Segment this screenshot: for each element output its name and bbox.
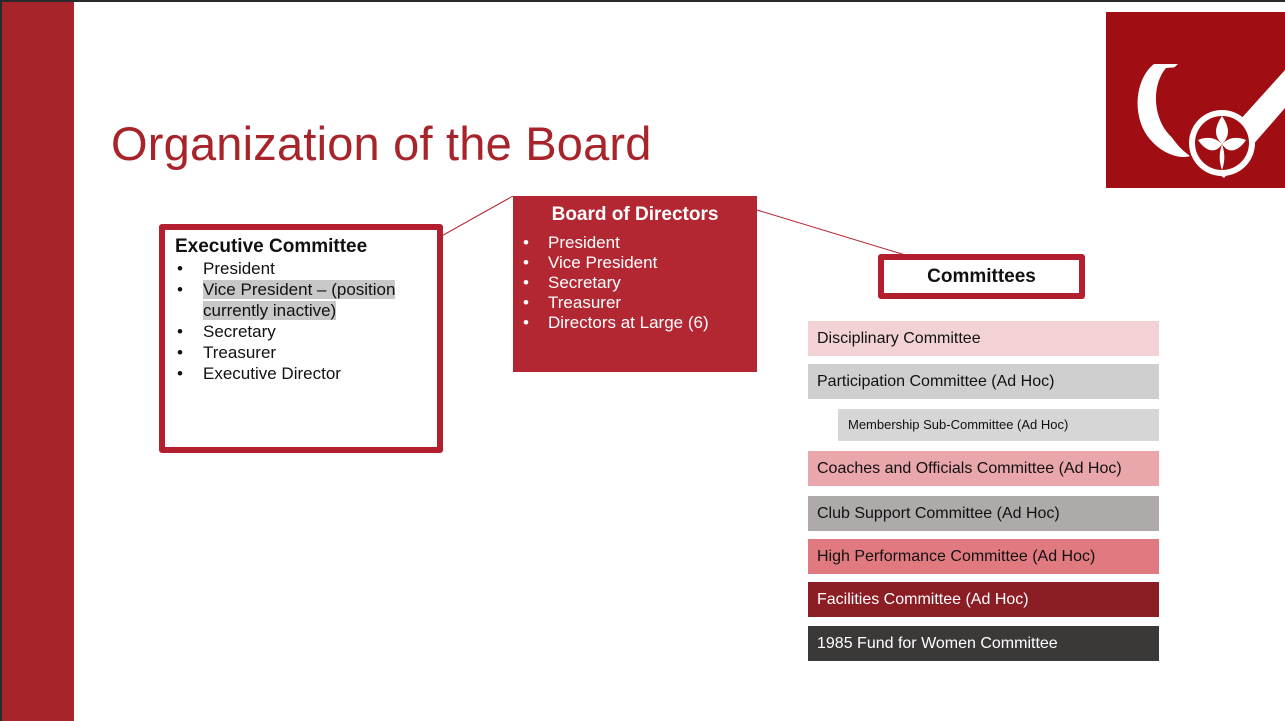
bullet-icon: • [523, 313, 529, 332]
committee-item-facilities: Facilities Committee (Ad Hoc) [808, 582, 1159, 617]
committee-item-club-support: Club Support Committee (Ad Hoc) [808, 496, 1159, 531]
committee-item-high-performance: High Performance Committee (Ad Hoc) [808, 539, 1159, 574]
list-item: •Treasurer [177, 343, 277, 362]
bullet-icon: • [177, 259, 183, 278]
bullet-icon: • [177, 322, 183, 341]
bullet-icon: • [523, 253, 529, 272]
board-of-directors-list: •President •Vice President •Secretary •T… [521, 233, 749, 333]
bullet-icon: • [177, 280, 183, 299]
committee-item-membership-sub: Membership Sub-Committee (Ad Hoc) [838, 409, 1159, 441]
list-item: •Vice President – (position currently in… [177, 280, 396, 320]
committee-item-1985-fund: 1985 Fund for Women Committee [808, 626, 1159, 661]
list-item: •Vice President [523, 253, 658, 272]
trillium-logo-icon [1106, 12, 1285, 188]
board-of-directors-box: Board of Directors •President •Vice Pres… [513, 196, 757, 372]
committee-item-participation: Participation Committee (Ad Hoc) [808, 364, 1159, 399]
list-item: •Executive Director [177, 364, 341, 383]
left-accent-bar [2, 2, 74, 721]
bullet-icon: • [523, 293, 529, 312]
committees-heading: Committees [927, 265, 1036, 287]
executive-committee-box: Executive Committee •President •Vice Pre… [159, 224, 443, 453]
bullet-icon: • [523, 233, 529, 252]
board-of-directors-heading: Board of Directors [551, 204, 719, 225]
bullet-icon: • [523, 273, 529, 292]
list-item: •President [523, 233, 620, 252]
committees-box: Committees [878, 254, 1085, 299]
list-item: •Treasurer [523, 293, 622, 312]
committee-item-disciplinary: Disciplinary Committee [808, 321, 1159, 356]
executive-committee-list: •President •Vice President – (position c… [175, 258, 429, 384]
list-item: •Directors at Large (6) [523, 313, 709, 332]
executive-committee-heading: Executive Committee [175, 236, 368, 257]
list-item: •Secretary [177, 322, 276, 341]
page-title: Organization of the Board [111, 117, 652, 170]
list-item: •President [177, 259, 275, 278]
bullet-icon: • [177, 364, 183, 383]
bullet-icon: • [177, 343, 183, 362]
committee-item-coaches-officials: Coaches and Officials Committee (Ad Hoc) [808, 451, 1159, 486]
list-item: •Secretary [523, 273, 621, 292]
